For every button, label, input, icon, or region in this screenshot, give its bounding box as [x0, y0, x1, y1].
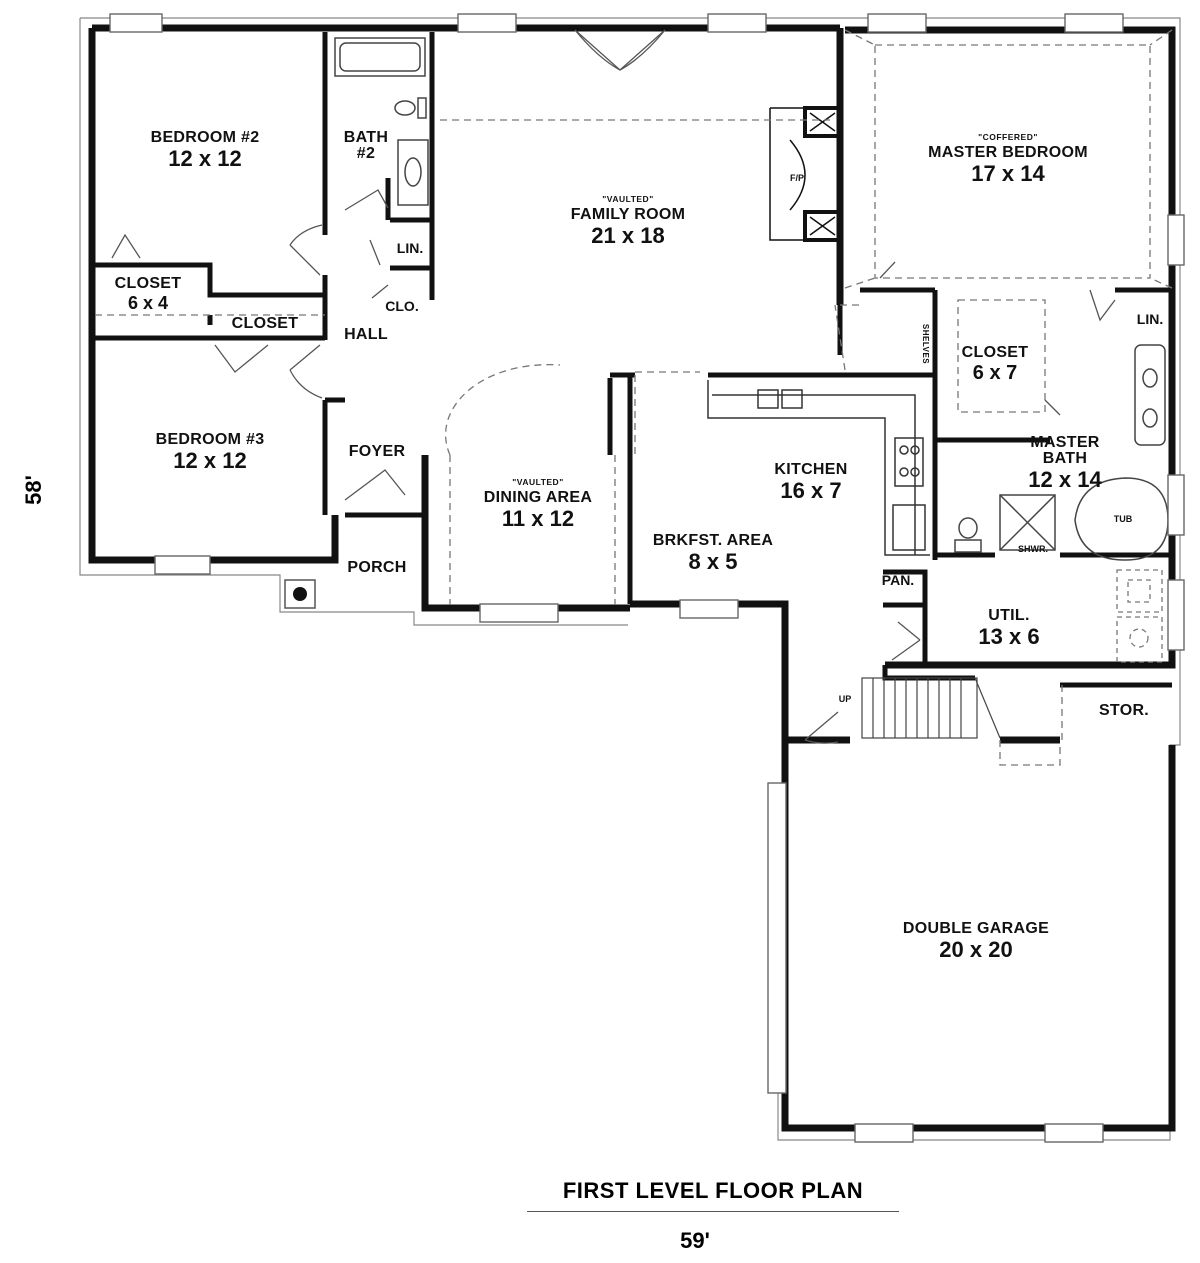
interior-walls — [95, 32, 1172, 688]
label-bedroom-2: BEDROOM #2 12 x 12 — [151, 130, 260, 170]
label-master-bedroom: "COFFERED" MASTER BEDROOM 17 x 14 — [928, 133, 1088, 185]
room-name: BEDROOM #3 — [155, 431, 265, 448]
room-name: FAMILY ROOM — [570, 205, 686, 223]
room-name: MASTER BEDROOM — [928, 143, 1088, 161]
label-kitchen: KITCHEN 16 x 7 — [774, 462, 847, 502]
room-size: 12 x 14 — [1028, 467, 1102, 492]
label-shower: SHWR. — [1018, 544, 1048, 554]
room-name: BATH — [343, 129, 389, 146]
room-name: BEDROOM #2 — [150, 129, 260, 146]
room-name-line2: #2 — [356, 145, 376, 162]
kitchen-counters — [707, 380, 930, 556]
label-pantry: PAN. — [881, 572, 915, 588]
title-underline — [527, 1211, 899, 1212]
fireplace-symbol — [769, 106, 842, 242]
room-name: DINING AREA — [483, 488, 593, 506]
label-porch: PORCH — [347, 559, 407, 576]
room-size: 6 x 7 — [972, 362, 1018, 384]
room-size: 8 x 5 — [688, 549, 738, 574]
room-name: MASTER — [1030, 434, 1100, 451]
label-hall-closet: CLOSET — [231, 315, 299, 332]
label-hall: HALL — [344, 326, 388, 343]
room-name-line2: BATH — [1042, 450, 1088, 467]
door-swings — [111, 29, 1116, 744]
room-note: "VAULTED" — [602, 194, 654, 204]
plan-title: FIRST LEVEL FLOOR PLAN — [562, 1178, 864, 1203]
label-closet-6x4: CLOSET 6 x 4 — [114, 275, 182, 313]
label-bedroom-3: BEDROOM #3 12 x 12 — [156, 432, 265, 472]
label-closet-6x7: CLOSET 6 x 7 — [961, 344, 1029, 384]
label-master-bath: MASTER BATH 12 x 14 — [1028, 435, 1101, 491]
porch-light — [284, 579, 316, 609]
label-storage: STOR. — [1098, 702, 1150, 719]
room-note: "VAULTED" — [512, 477, 564, 487]
width-dimension: 59' — [680, 1228, 710, 1253]
label-stairs-up: UP — [838, 694, 852, 704]
label-fireplace: F/P — [789, 173, 805, 183]
label-closet-clo: CLO. — [385, 298, 419, 314]
label-linen-2: LIN. — [1136, 311, 1164, 327]
room-size: 12 x 12 — [168, 146, 242, 171]
label-linen-1: LIN. — [396, 240, 424, 256]
staircase — [861, 677, 1001, 739]
room-name: DOUBLE GARAGE — [902, 920, 1050, 937]
label-tub: TUB — [1113, 514, 1133, 524]
room-size: 20 x 20 — [939, 937, 1013, 962]
washer-dryer — [1116, 569, 1163, 663]
room-size: 17 x 14 — [971, 160, 1045, 186]
room-size: 12 x 12 — [173, 448, 247, 473]
label-utility: UTIL. 13 x 6 — [978, 608, 1039, 648]
label-family-room: "VAULTED" FAMILY ROOM 21 x 18 — [571, 195, 685, 247]
room-size: 6 x 4 — [127, 293, 169, 313]
windows — [109, 13, 1185, 1143]
room-name: BRKFST. AREA — [652, 532, 774, 549]
depth-dimension: 58' — [21, 475, 46, 505]
room-size: 16 x 7 — [780, 478, 842, 503]
label-bath-2: BATH #2 — [344, 130, 388, 162]
label-dining-area: "VAULTED" DINING AREA 11 x 12 — [484, 478, 593, 530]
room-name: CLOSET — [114, 275, 182, 292]
label-shelves: SHELVES — [921, 323, 930, 365]
room-name: UTIL. — [988, 607, 1030, 624]
room-size: 21 x 18 — [591, 222, 665, 248]
room-size: 13 x 6 — [978, 624, 1040, 649]
room-name: CLOSET — [961, 344, 1029, 361]
dashed-lines — [95, 29, 1173, 766]
room-name: KITCHEN — [774, 461, 848, 478]
room-size: 11 x 12 — [501, 505, 575, 531]
room-note: "COFFERED" — [978, 132, 1038, 142]
bath-fixtures — [334, 37, 1169, 561]
label-breakfast-area: BRKFST. AREA 8 x 5 — [653, 533, 773, 573]
label-foyer: FOYER — [348, 443, 406, 460]
label-double-garage: DOUBLE GARAGE 20 x 20 — [903, 921, 1049, 961]
